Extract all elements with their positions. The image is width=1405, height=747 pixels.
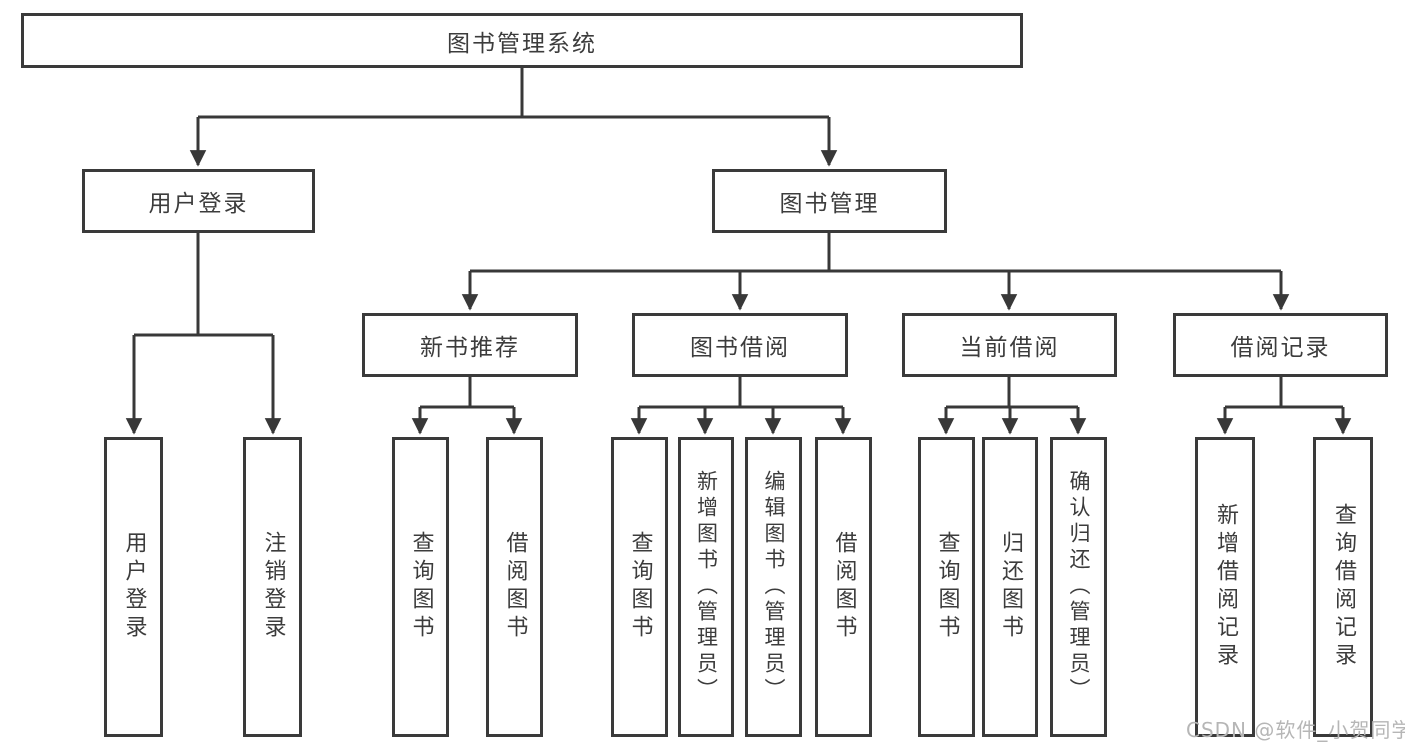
node-current-borrowing-label: 当前借阅 — [959, 335, 1060, 361]
leaf-borrow-books: 借阅图书 — [815, 437, 872, 737]
leaf-borrow-books-recommend: 借阅图书 — [486, 437, 543, 737]
leaf-user-login-label: 用户登录 — [121, 531, 147, 643]
leaf-add-borrow-record: 新增借阅记录 — [1195, 437, 1255, 737]
leaf-query-borrow-record-label: 查询借阅记录 — [1331, 503, 1356, 671]
leaf-query-books-borrowing: 查询图书 — [611, 437, 668, 737]
csdn-watermark: CSDN @软件_小贺同学 — [1186, 718, 1405, 742]
leaf-return-books: 归还图书 — [982, 437, 1038, 737]
leaf-query-books-borrowing-label: 查询图书 — [627, 531, 653, 643]
leaf-query-books-current-label: 查询图书 — [934, 531, 960, 643]
leaf-borrow-books-recommend-label: 借阅图书 — [502, 531, 528, 643]
node-new-book-recommend: 新书推荐 — [362, 313, 578, 377]
leaf-add-books-admin-label: 新增图书（管理员） — [694, 470, 719, 704]
leaf-add-books-admin: 新增图书（管理员） — [678, 437, 734, 737]
leaf-borrow-books-label: 借阅图书 — [831, 531, 857, 643]
leaf-query-books-recommend: 查询图书 — [392, 437, 449, 737]
node-user-login: 用户登录 — [82, 169, 315, 233]
leaf-user-login: 用户登录 — [104, 437, 163, 737]
leaf-add-borrow-record-label: 新增借阅记录 — [1213, 503, 1238, 671]
node-book-borrowing: 图书借阅 — [632, 313, 848, 377]
node-new-book-recommend-label: 新书推荐 — [420, 335, 520, 361]
leaf-confirm-return-admin: 确认归还（管理员） — [1050, 437, 1107, 737]
node-user-login-label: 用户登录 — [148, 191, 249, 217]
node-book-borrowing-label: 图书借阅 — [690, 335, 790, 361]
node-root: 图书管理系统 — [21, 13, 1023, 68]
leaf-edit-books-admin-label: 编辑图书（管理员） — [762, 470, 786, 704]
node-book-management-label: 图书管理 — [779, 191, 880, 217]
leaf-return-books-label: 归还图书 — [998, 531, 1023, 643]
leaf-logout: 注销登录 — [243, 437, 302, 737]
leaf-query-borrow-record: 查询借阅记录 — [1313, 437, 1373, 737]
leaf-edit-books-admin: 编辑图书（管理员） — [745, 437, 802, 737]
node-borrowing-records: 借阅记录 — [1173, 313, 1388, 377]
node-book-management: 图书管理 — [712, 169, 947, 233]
node-root-label: 图书管理系统 — [447, 30, 597, 57]
leaf-logout-label: 注销登录 — [260, 531, 286, 643]
leaf-query-books-current: 查询图书 — [918, 437, 975, 737]
node-current-borrowing: 当前借阅 — [902, 313, 1117, 377]
leaf-query-books-recommend-label: 查询图书 — [408, 531, 434, 643]
leaf-confirm-return-admin-label: 确认归还（管理员） — [1067, 470, 1091, 704]
node-borrowing-records-label: 借阅记录 — [1230, 335, 1331, 361]
